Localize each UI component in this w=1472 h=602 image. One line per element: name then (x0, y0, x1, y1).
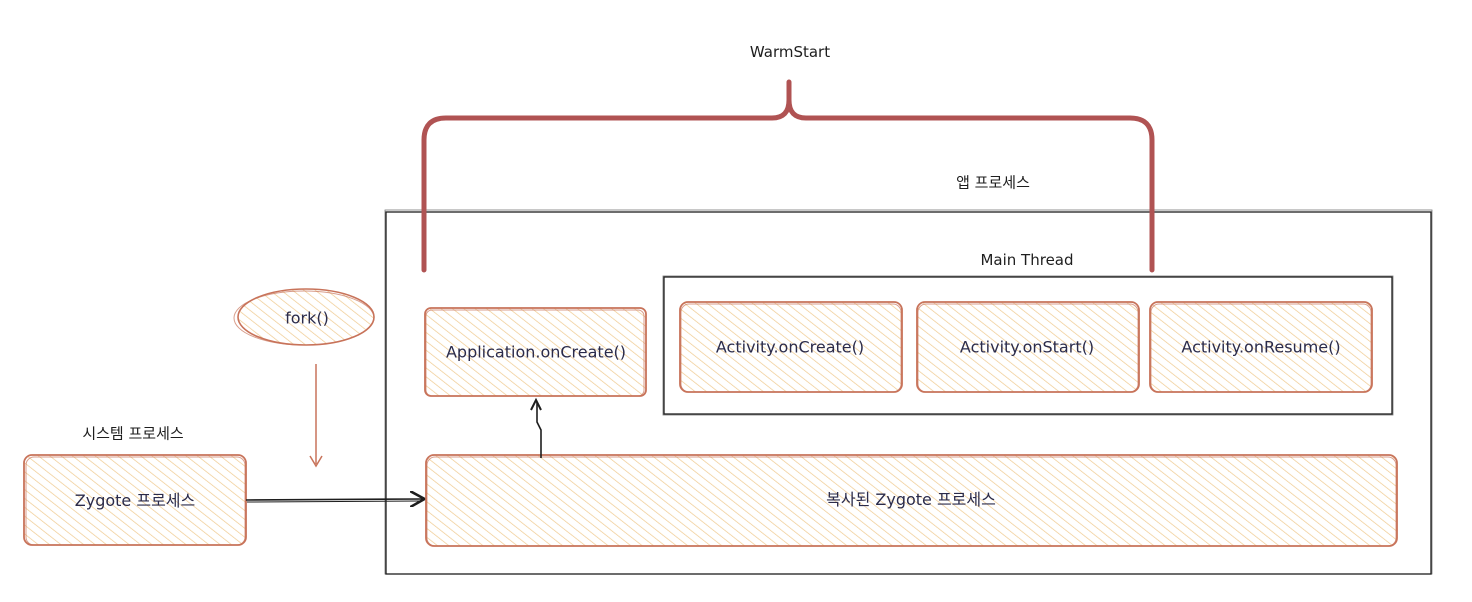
activity-onresume-label: Activity.onResume() (1181, 337, 1341, 357)
fork-down-arrow (309, 364, 323, 468)
zygote-to-copy-arrow (245, 499, 423, 502)
warmstart-brace (421, 79, 1155, 273)
app-process-label: 앱 프로세스 (956, 173, 1030, 192)
system-process-label: 시스템 프로세스 (82, 424, 184, 443)
warmstart-label: WarmStart (749, 43, 831, 61)
activity-oncreate-box (679, 301, 903, 393)
main-thread-label: Main Thread (980, 251, 1074, 269)
main-thread-frame (662, 275, 1394, 416)
copied-zygote-label: 복사된 Zygote 프로세스 (826, 490, 996, 509)
app-process-frame (384, 209, 1433, 575)
application-oncreate-box (424, 307, 647, 397)
application-oncreate-label: Application.onCreate() (445, 342, 627, 362)
copy-to-application-arrow (530, 397, 542, 458)
activity-onstart-label: Activity.onStart() (959, 337, 1095, 357)
activity-onresume-box (1149, 301, 1373, 393)
copied-zygote-box (425, 454, 1398, 547)
activity-oncreate-label: Activity.onCreate() (715, 337, 865, 357)
activity-onstart-box (916, 301, 1140, 393)
fork-ellipse (233, 288, 375, 346)
fork-label: fork() (285, 308, 329, 328)
zygote-label: Zygote 프로세스 (74, 491, 196, 510)
